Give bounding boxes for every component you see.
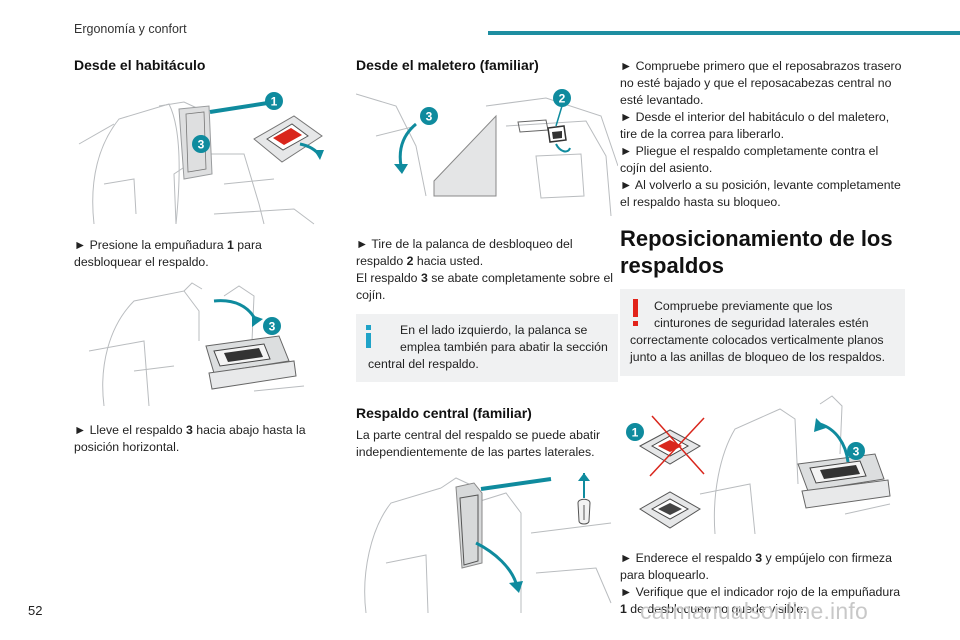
- info-icon: [366, 325, 372, 348]
- callout-3-badge: 3: [192, 135, 210, 153]
- bullet-raise-backrest: ► Al volverlo a su posición, levante com…: [620, 178, 901, 209]
- watermark: carmanualsonline.info: [640, 598, 868, 624]
- callout-3-badge-2: 3: [263, 317, 281, 335]
- warning-icon: [632, 299, 640, 327]
- heading-desde-maletero: Desde el maletero (familiar): [356, 57, 539, 73]
- svg-text:1: 1: [632, 426, 639, 440]
- step-lower-backrest: ► Lleve el respaldo 3 hacia abajo hasta …: [74, 423, 306, 454]
- handle-red-indicator-crossed: [638, 415, 705, 477]
- step-press-handle: ► Presione la empuñadura 1 para desbloqu…: [74, 238, 262, 269]
- heading-reposicionamiento: Reposicionamiento de los respaldos: [620, 226, 893, 278]
- callout-1-badge: 1: [265, 92, 283, 110]
- info-note: En el lado izquierdo, la palanca se empl…: [356, 314, 618, 382]
- illustration-center-backrest: [364, 473, 612, 613]
- bullet-pull-strap: ► Desde el interior del habitáculo o del…: [620, 110, 890, 141]
- heading-respaldo-central: Respaldo central (familiar): [356, 405, 532, 421]
- svg-text:3: 3: [198, 138, 205, 152]
- handle-locked-ok: [639, 491, 701, 529]
- svg-text:1: 1: [271, 95, 278, 109]
- illustration-reposition-backrest: 3 1: [626, 395, 891, 535]
- lever-detail: [577, 473, 591, 525]
- handle-detail-inset: [253, 115, 324, 163]
- callout-1-badge-reposition: 1: [626, 423, 644, 441]
- heading-desde-habitaculo: Desde el habitáculo: [74, 57, 206, 73]
- page-number: 52: [28, 603, 43, 618]
- running-header: Ergonomía y confort: [74, 22, 187, 36]
- svg-text:3: 3: [269, 320, 276, 334]
- callout-3-badge-boot: 3: [420, 107, 438, 125]
- column-habitaculo: Desde el habitáculo 1 3 ►: [74, 56, 324, 456]
- warning-note: Compruebe previamente que los cinturones…: [620, 289, 905, 376]
- para-respaldo-central: La parte central del respaldo se puede a…: [356, 428, 601, 459]
- illustration-boot-release-lever: 3 2: [356, 89, 618, 217]
- svg-text:2: 2: [559, 92, 566, 106]
- column-maletero: Desde el maletero (familiar) 3 2 ► Tire …: [356, 56, 618, 613]
- step-check-red-indicator: ► Verifique que el indicador rojo de la …: [620, 585, 901, 616]
- illustration-seat-release-handle: 1 3: [78, 92, 324, 225]
- illustration-backrest-down: 3: [88, 282, 305, 407]
- step-raise-backrest-lock: ► Enderece el respaldo 3 y empújelo con …: [620, 551, 892, 582]
- callout-2-badge: 2: [553, 89, 571, 107]
- bullet-fold-backrest: ► Pliegue el respaldo completamente cont…: [620, 144, 879, 175]
- column-instructions: ► Compruebe primero que el reposabrazos …: [620, 58, 905, 618]
- callout-3-badge-reposition: 3: [847, 442, 865, 460]
- step-pull-lever: ► Tire de la palanca de desbloqueo del r…: [356, 237, 614, 302]
- bullet-check-armrest: ► Compruebe primero que el reposabrazos …: [620, 59, 902, 107]
- svg-text:3: 3: [426, 110, 433, 124]
- svg-text:3: 3: [853, 445, 860, 459]
- header-accent-bar: [488, 31, 960, 35]
